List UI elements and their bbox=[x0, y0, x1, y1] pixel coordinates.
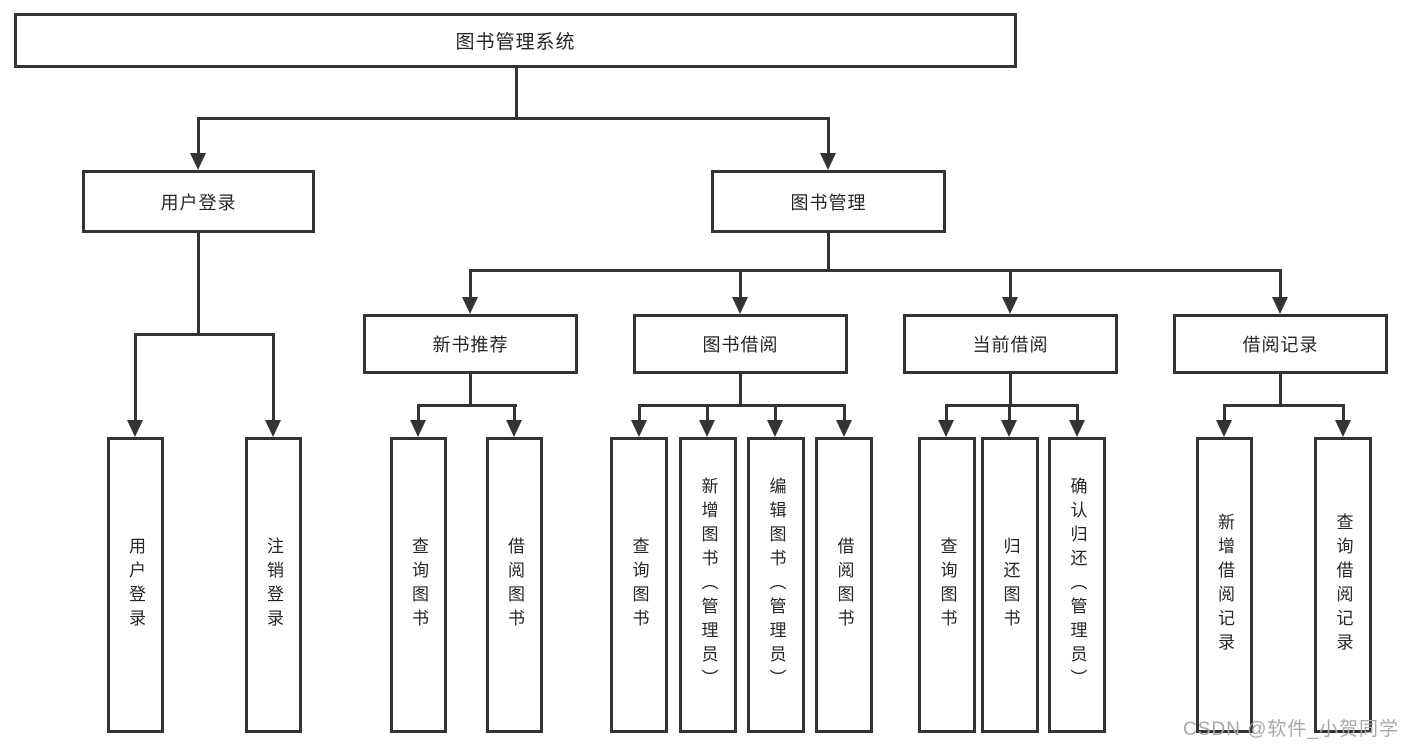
node-label: 新书推荐 bbox=[432, 335, 509, 355]
node-label: 当前借阅 bbox=[972, 335, 1049, 355]
node-current-borrow: 当前借阅 bbox=[903, 314, 1118, 374]
leaf-return-book: 归还图书 bbox=[981, 437, 1039, 733]
leaf-label: 确认归还（管理员） bbox=[1067, 477, 1087, 693]
edge-line bbox=[1223, 404, 1345, 407]
csdn-watermark: CSDN @软件_小贺同学 bbox=[1183, 719, 1399, 740]
edge-arrow bbox=[1001, 404, 1017, 437]
leaf-query-books-borrow: 查询图书 bbox=[610, 437, 668, 733]
leaf-user-login: 用户登录 bbox=[107, 437, 164, 733]
node-label: 借阅记录 bbox=[1242, 335, 1319, 355]
edge-arrow bbox=[1002, 269, 1018, 314]
edge-arrow bbox=[1216, 404, 1232, 437]
edge-line bbox=[469, 269, 1282, 272]
edge-arrow bbox=[820, 117, 836, 170]
leaf-borrow-books-2: 借阅图书 bbox=[815, 437, 873, 733]
edge-line bbox=[638, 404, 846, 407]
edge-arrow bbox=[1069, 404, 1085, 437]
edge-line bbox=[1279, 374, 1282, 406]
node-new-book-recommend: 新书推荐 bbox=[363, 314, 578, 374]
edge-arrow bbox=[938, 404, 954, 437]
leaf-label: 查询图书 bbox=[629, 537, 649, 633]
leaf-edit-book-admin: 编辑图书（管理员） bbox=[747, 437, 805, 733]
edge-arrow bbox=[631, 404, 647, 437]
leaf-logout: 注销登录 bbox=[245, 437, 302, 733]
node-label: 用户登录 bbox=[160, 192, 237, 213]
node-book-borrow: 图书借阅 bbox=[633, 314, 848, 374]
node-label: 图书管理 bbox=[790, 192, 867, 213]
edge-arrow bbox=[836, 404, 852, 437]
leaf-label: 借阅图书 bbox=[834, 537, 854, 633]
edge-arrow bbox=[190, 117, 206, 170]
edge-line bbox=[1009, 374, 1012, 406]
leaf-label: 归还图书 bbox=[1000, 537, 1020, 633]
edge-arrow bbox=[462, 269, 478, 314]
leaf-label: 查询借阅记录 bbox=[1333, 513, 1353, 657]
edge-arrow bbox=[1272, 269, 1288, 314]
node-label: 图书管理系统 bbox=[455, 32, 576, 53]
node-library-system: 图书管理系统 bbox=[14, 13, 1017, 68]
edge-line bbox=[197, 233, 200, 335]
edge-arrow bbox=[732, 269, 748, 314]
node-user-login: 用户登录 bbox=[82, 170, 315, 233]
edge-arrow bbox=[767, 404, 783, 437]
edge-arrow bbox=[127, 333, 143, 437]
edge-line bbox=[515, 68, 518, 120]
leaf-label: 新增图书（管理员） bbox=[698, 477, 718, 693]
edge-arrow bbox=[699, 404, 715, 437]
leaf-borrow-books-recommend: 借阅图书 bbox=[486, 437, 543, 733]
edge-line bbox=[197, 117, 830, 120]
edge-arrow bbox=[265, 333, 281, 437]
leaf-query-borrow-record: 查询借阅记录 bbox=[1314, 437, 1372, 733]
edge-line bbox=[945, 404, 1079, 407]
leaf-label: 查询图书 bbox=[937, 537, 957, 633]
edge-line bbox=[827, 233, 830, 272]
edge-line bbox=[469, 374, 472, 406]
leaf-query-books-current: 查询图书 bbox=[918, 437, 976, 733]
leaf-label: 注销登录 bbox=[264, 537, 283, 633]
leaf-label: 查询图书 bbox=[409, 537, 428, 633]
leaf-query-books-recommend: 查询图书 bbox=[390, 437, 447, 733]
node-borrow-records: 借阅记录 bbox=[1173, 314, 1388, 374]
edge-arrow bbox=[410, 404, 426, 437]
leaf-label: 借阅图书 bbox=[505, 537, 524, 633]
leaf-label: 新增借阅记录 bbox=[1215, 513, 1234, 657]
leaf-label: 用户登录 bbox=[126, 537, 145, 633]
edge-line bbox=[417, 404, 517, 407]
edge-arrow bbox=[1335, 404, 1351, 437]
node-label: 图书借阅 bbox=[702, 335, 779, 355]
node-book-management: 图书管理 bbox=[711, 170, 946, 233]
edge-line bbox=[739, 374, 742, 406]
edge-line bbox=[134, 333, 275, 336]
leaf-label: 编辑图书（管理员） bbox=[766, 477, 786, 693]
leaf-add-borrow-record: 新增借阅记录 bbox=[1196, 437, 1253, 733]
leaf-add-book-admin: 新增图书（管理员） bbox=[679, 437, 737, 733]
edge-arrow bbox=[506, 404, 522, 437]
leaf-confirm-return-admin: 确认归还（管理员） bbox=[1048, 437, 1106, 733]
